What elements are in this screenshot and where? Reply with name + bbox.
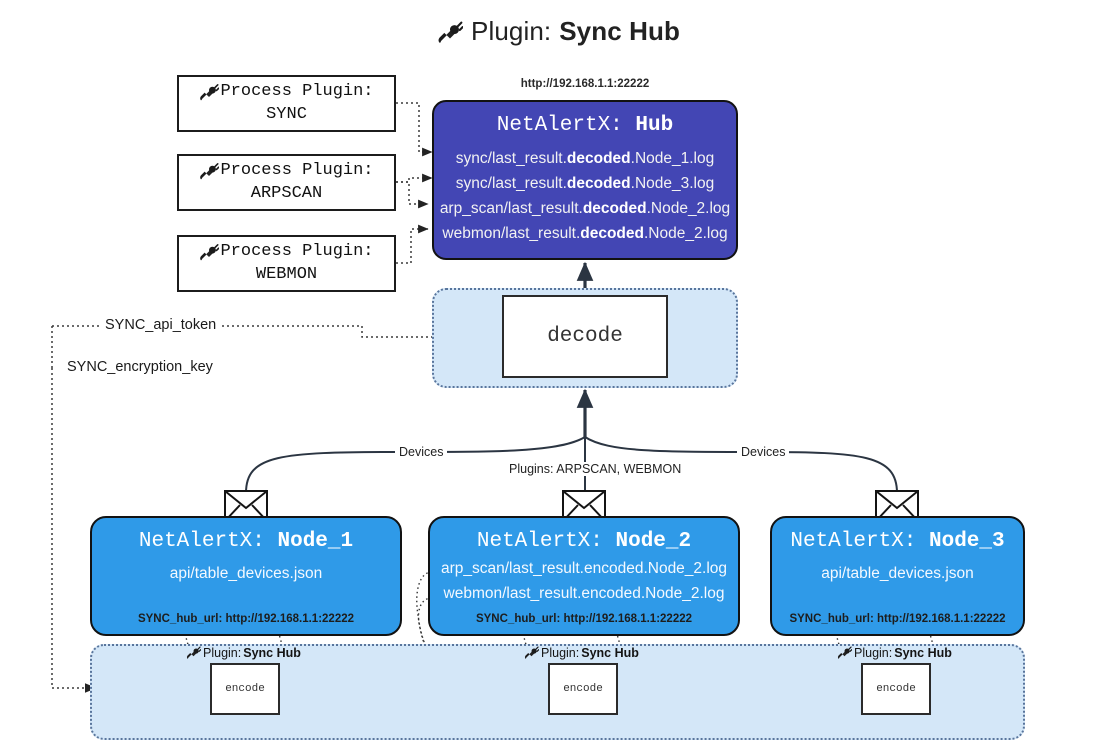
- process-plugin-label: Process Plugin:: [220, 160, 374, 180]
- middle-plugins-label: Plugins: ARPSCAN, WEBMON: [505, 462, 686, 476]
- page-title-name: Sync Hub: [559, 16, 680, 46]
- node-hub-url: SYNC_hub_url: http://192.168.1.1:22222: [92, 613, 400, 625]
- node-title: NetAlertX: Node_1: [139, 530, 353, 553]
- log-em: decoded: [580, 224, 644, 242]
- encoder-tag-prefix: Plugin:: [203, 645, 242, 660]
- hub-title-name: Hub: [635, 114, 674, 137]
- log-em: decoded: [566, 149, 631, 167]
- encoder-tag-name: Sync Hub: [894, 645, 952, 660]
- encoder-plugin-tag: Plugin: Sync Hub: [837, 645, 952, 660]
- hub-title: NetAlertX: Hub: [497, 114, 673, 137]
- log-em: decoded: [582, 199, 647, 217]
- node-artifact-line: webmon/last_result.encoded.Node_2.log: [443, 585, 725, 602]
- plug-icon: [437, 19, 464, 45]
- log-pre: sync/last_result.: [455, 174, 567, 192]
- node-hub-url-label: SYNC_hub_url:: [475, 613, 561, 625]
- process-plugin-name: SYNC: [266, 104, 307, 124]
- hub-log-line: sync/last_result.decoded.Node_1.log: [456, 150, 714, 168]
- node-title: NetAlertX: Node_3: [790, 530, 1004, 553]
- plug-icon: [837, 645, 853, 660]
- sync-encryption-key-label: SYNC_encryption_key: [62, 359, 218, 375]
- hub-log-line: arp_scan/last_result.decoded.Node_2.log: [440, 200, 730, 218]
- log-pre: arp_scan/last_result.: [439, 199, 583, 217]
- plug-icon: [199, 161, 220, 181]
- encode-label: encode: [225, 683, 265, 695]
- process-plugin-label: Process Plugin:: [220, 81, 374, 101]
- plug-icon: [186, 645, 202, 660]
- node-artifact-line: api/table_devices.json: [821, 565, 974, 582]
- log-post: .Node_1.log: [630, 149, 715, 167]
- node-artifact-line: arp_scan/last_result.encoded.Node_2.log: [440, 560, 728, 577]
- hub-log-line: sync/last_result.decoded.Node_3.log: [456, 175, 714, 193]
- log-em: decoded: [566, 174, 631, 192]
- hub-title-prefix: NetAlertX:: [496, 114, 623, 137]
- node-hub-url-value: http://192.168.1.1:22222: [877, 613, 1006, 625]
- encoder-tag-name: Sync Hub: [581, 645, 639, 660]
- decode-box[interactable]: decode: [502, 295, 668, 378]
- node-hub-url-label: SYNC_hub_url:: [137, 613, 223, 625]
- log-pre: webmon/last_result.: [442, 224, 581, 242]
- process-plugin-sync[interactable]: Process Plugin: SYNC: [177, 75, 396, 132]
- process-plugin-label: Process Plugin:: [220, 241, 374, 261]
- process-plugin-webmon[interactable]: Process Plugin: WEBMON: [177, 235, 396, 292]
- encode-box-node-3[interactable]: encode: [861, 663, 931, 715]
- hub-box[interactable]: NetAlertX: Hub sync/last_result.decoded.…: [432, 100, 738, 260]
- hub-url-label: http://192.168.1.1:22222: [520, 78, 650, 90]
- node-hub-url: SYNC_hub_url: http://192.168.1.1:22222: [772, 613, 1023, 625]
- plug-icon: [199, 242, 220, 262]
- log-post: .Node_3.log: [630, 174, 715, 192]
- node-hub-url-value: http://192.168.1.1:22222: [563, 613, 693, 625]
- node-hub-url: SYNC_hub_url: http://192.168.1.1:22222: [430, 613, 738, 625]
- encode-box-node-2[interactable]: encode: [548, 663, 618, 715]
- process-plugin-arpscan[interactable]: Process Plugin: ARPSCAN: [177, 154, 396, 211]
- node-title: NetAlertX: Node_2: [477, 530, 691, 553]
- page-title: Plugin: Sync Hub: [0, 16, 1117, 47]
- hub-log-line: webmon/last_result.decoded.Node_2.log: [442, 225, 727, 243]
- plug-icon: [199, 82, 220, 102]
- encode-label: encode: [876, 683, 916, 695]
- encoder-plugin-tag: Plugin: Sync Hub: [524, 645, 639, 660]
- node-title-prefix: NetAlertX:: [790, 530, 917, 553]
- node-box-node-3[interactable]: NetAlertX: Node_3 api/table_devices.json…: [770, 516, 1025, 636]
- page-title-prefix: Plugin:: [471, 16, 552, 46]
- encoder-tag-name: Sync Hub: [243, 645, 301, 660]
- node-box-node-2[interactable]: NetAlertX: Node_2 arp_scan/last_result.e…: [428, 516, 740, 636]
- node-hub-url-value: http://192.168.1.1:22222: [225, 613, 355, 625]
- node-title-name: Node_3: [929, 530, 1005, 553]
- encode-box-node-1[interactable]: encode: [210, 663, 280, 715]
- encode-label: encode: [563, 683, 603, 695]
- node-title-prefix: NetAlertX:: [138, 530, 265, 553]
- encoder-tag-prefix: Plugin:: [541, 645, 580, 660]
- process-plugin-name: WEBMON: [255, 264, 318, 284]
- decode-label: decode: [547, 325, 623, 348]
- process-plugin-name: ARPSCAN: [250, 183, 323, 203]
- node-title-name: Node_1: [277, 530, 354, 553]
- encoder-tag-prefix: Plugin:: [854, 645, 893, 660]
- right-devices-label: Devices: [737, 445, 790, 459]
- encoder-plugin-tag: Plugin: Sync Hub: [186, 645, 301, 660]
- node-artifact-line: api/table_devices.json: [169, 565, 323, 582]
- log-post: .Node_2.log: [643, 224, 728, 242]
- node-hub-url-label: SYNC_hub_url:: [789, 613, 874, 625]
- node-title-prefix: NetAlertX:: [476, 530, 603, 553]
- node-title-name: Node_2: [615, 530, 692, 553]
- left-devices-label: Devices: [395, 445, 448, 459]
- plug-icon: [524, 645, 540, 660]
- log-post: .Node_2.log: [646, 199, 731, 217]
- log-pre: sync/last_result.: [455, 149, 567, 167]
- node-box-node-1[interactable]: NetAlertX: Node_1 api/table_devices.json…: [90, 516, 402, 636]
- sync-api-token-label: SYNC_api_token: [100, 317, 222, 333]
